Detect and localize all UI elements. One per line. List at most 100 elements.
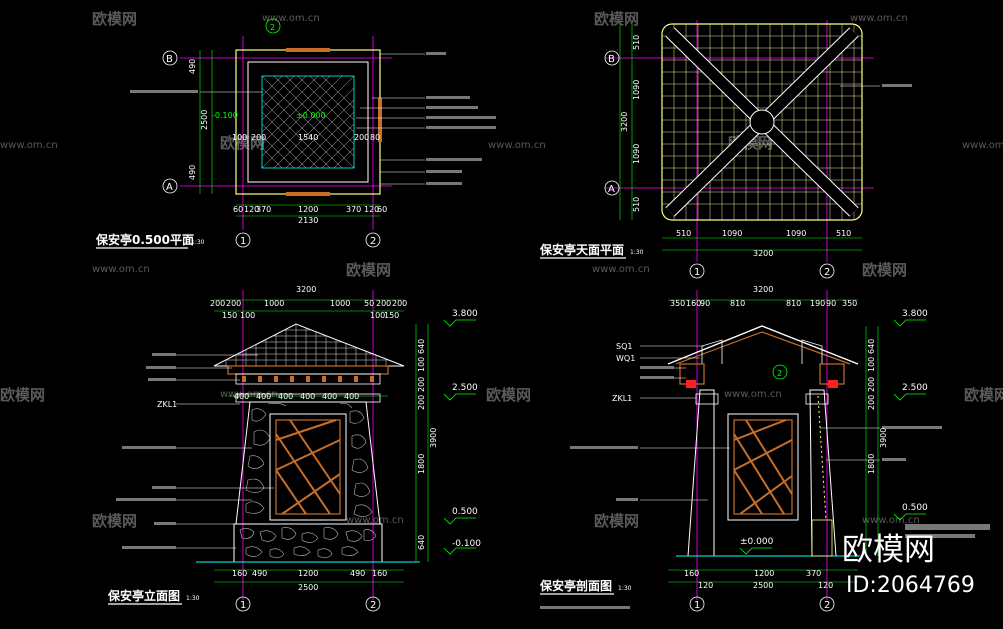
elev-dim-bottom: 490 — [252, 569, 267, 578]
watermark-url: www.om.cn — [724, 389, 782, 400]
plan-inner-dim: 1540 — [298, 133, 318, 142]
watermark-brand: 欧模网 — [220, 134, 265, 152]
axis-bubble — [235, 596, 251, 612]
plan-dim-total: 2130 — [298, 216, 318, 225]
sect-dim-bottom: 160 — [684, 569, 699, 578]
elev-dim-right: 640 — [417, 535, 426, 550]
elev-dim-top2: 150 — [384, 311, 399, 320]
sect-dim-total: 3200 — [753, 285, 773, 294]
sect-title: 保安亭剖面图 — [539, 578, 612, 593]
elev-beam-mark: 400 — [256, 392, 271, 401]
elev-leaders — [176, 354, 274, 549]
elev-dim-top: 200 — [210, 299, 225, 308]
elev-dim-total: 3200 — [296, 285, 316, 294]
axis-label-b: B — [166, 54, 173, 65]
roof-dim-bottom: 510 — [836, 229, 851, 238]
sect-scale: 1:30 — [618, 585, 632, 592]
floor-tile-hatch — [262, 76, 354, 168]
sect-dim-right: 100 — [867, 357, 876, 372]
elev-dim-right: 3900 — [429, 428, 438, 448]
axis-bubble — [162, 178, 178, 194]
roof-plan: 510 1090 3200 1090 510 510 1090 1090 510… — [539, 20, 912, 279]
sect-level-marks — [739, 319, 926, 555]
axis-label-2: 2 — [370, 236, 376, 247]
elev-dim-top2: 100 — [240, 311, 255, 320]
floor-border — [261, 75, 355, 169]
axis-bubble — [365, 596, 381, 612]
roof-dim-left: 510 — [632, 197, 641, 212]
sect-bench — [811, 519, 833, 557]
elev-dim-total-bottom: 2500 — [298, 583, 318, 592]
elev-dim-right: 200 — [417, 395, 426, 410]
watermark-url: www.om.cn — [220, 389, 278, 400]
elev-window-lattice — [275, 419, 341, 515]
elev-rafters — [242, 376, 374, 382]
logo-note — [905, 524, 990, 530]
plan-dim-left: 490 — [188, 165, 197, 180]
logo-text: 欧模网 — [842, 532, 935, 568]
elev-level: 2.500 — [452, 383, 478, 393]
section: SQ1 WQ1 ZKL1 3200 350 160 90 810 810 190… — [539, 285, 942, 612]
elev-label-zkl: ZKL1 — [157, 400, 177, 409]
roof-scale: 1:30 — [630, 249, 644, 256]
watermark-brand: 欧模网 — [964, 386, 1003, 404]
elev-roof-tiles — [214, 324, 404, 366]
roof-outline — [661, 23, 863, 221]
roof-dim-bottom: 1090 — [722, 229, 742, 238]
elev-beam — [235, 373, 381, 385]
sect-wall-hatch — [817, 395, 827, 521]
elev-roof — [213, 323, 405, 367]
sect-dim-bottom: 120 — [818, 581, 833, 590]
section-mark-label: 2 — [270, 23, 275, 32]
watermark-url: www.om.cn — [962, 140, 1003, 151]
watermark-url: www.om.cn — [592, 264, 650, 275]
elev-dim-bottom: 160 — [232, 569, 247, 578]
logo: 欧模网 ID:2064769 — [842, 524, 990, 598]
ridge-center — [749, 109, 775, 135]
plan-inner-dim: 80 — [370, 133, 380, 142]
elev-cap — [235, 393, 381, 403]
axis-label-1: 1 — [240, 236, 246, 247]
elev-dim-bottom: 490 — [350, 569, 365, 578]
plan-dim-bottom: 370 — [256, 205, 271, 214]
elev-dim-top2: 150 — [222, 311, 237, 320]
elev-beam-mark: 400 — [278, 392, 293, 401]
window-top — [286, 48, 330, 52]
roof-dim-left: 3200 — [620, 112, 629, 132]
sect-label: WQ1 — [616, 354, 635, 363]
elev-dim-right: 1800 — [417, 454, 426, 474]
plan-notes — [130, 52, 496, 185]
elev-window-frame — [269, 413, 347, 521]
window-bottom — [286, 192, 330, 196]
axis-bubble — [819, 263, 835, 279]
plan-dim-bottom: 120 — [364, 205, 379, 214]
sect-window-frame — [727, 413, 799, 521]
sect-dim-right: 640 — [867, 339, 876, 354]
watermark-url: www.om.cn — [92, 264, 150, 275]
inner-wall — [247, 61, 369, 183]
sect-label: ZKL1 — [612, 394, 632, 403]
sect-dim-top: 90 — [700, 299, 710, 308]
sect-dim-right: 3900 — [879, 428, 888, 448]
watermark-url: www.om.cn — [346, 515, 404, 526]
axis-label-b: B — [608, 54, 615, 65]
watermark-brand: 欧模网 — [486, 386, 531, 404]
sect-window — [733, 419, 793, 515]
sect-ring-beam — [695, 393, 719, 405]
sect-dim-total-bottom: 2500 — [753, 581, 773, 590]
plan-leaders — [200, 53, 425, 185]
elev-beam-mark: 400 — [234, 392, 249, 401]
plan-dim-bottom: 370 — [346, 205, 361, 214]
roof-tile-grid — [662, 24, 862, 220]
plan-level-center: ±0.000 — [296, 111, 326, 120]
sect-window-lattice — [733, 419, 793, 515]
section-mark — [772, 364, 788, 380]
sect-dim-bottom: 1200 — [754, 569, 774, 578]
watermark-brand: 欧模网 — [594, 512, 639, 530]
elev-plinth-stones — [239, 527, 377, 558]
axis-label-1: 1 — [694, 267, 700, 278]
sect-notes — [540, 366, 942, 609]
sect-dim-right: 200 — [867, 395, 876, 410]
sect-dim-top: 810 — [730, 299, 745, 308]
elev-window — [275, 419, 341, 515]
